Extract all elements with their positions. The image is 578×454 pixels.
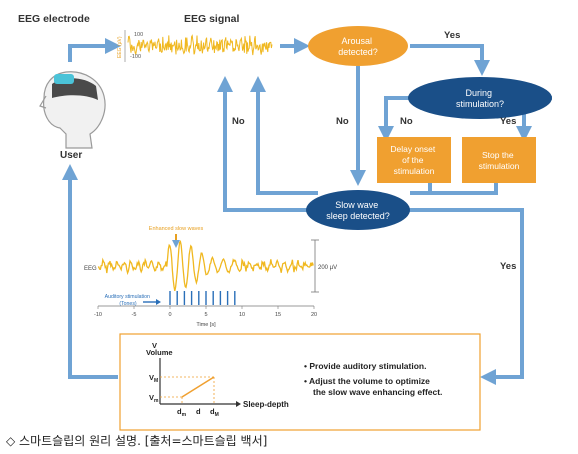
stim-bar [212,291,214,305]
vm-top-label: VM [149,373,158,384]
node-arousal [308,26,408,66]
during-line-2: stimulation? [456,99,504,109]
mini-tick-top: 100 [134,32,143,38]
mini-ylabel: EEG (µV) [117,36,123,58]
chart-annotation: Enhanced slow waves [149,226,204,232]
node-during [408,77,552,119]
bullet-2-line-2: the slow wave enhancing effect. [313,387,442,397]
bullet-1-line-1: • Provide auditory stimulation. [304,361,426,371]
arrow-arousal-yes [410,44,490,76]
x-tick-label: 5 [204,312,207,318]
delay-text: Delay onset of the stimulation [390,144,437,176]
slow-text: Slow wave sleep detected? [326,200,390,221]
figure-caption: ◇ 스마트슬립의 원리 설명. [출처=스마트슬립 백서] [6,434,268,448]
x-tick-label: 10 [239,312,245,318]
arousal-line-2: detected? [338,47,378,57]
vm-bottom-main: V [149,393,154,402]
node-slow-wave [306,190,410,230]
eeg-signal-trace [127,34,273,56]
stim-bar [169,291,171,305]
dm-main: d [177,407,182,416]
vm-bottom-label: Vm [149,393,159,404]
arousal-line-1: Arousal [341,36,372,46]
x-ticks: -10 -5 0 5 10 15 20 [94,306,317,318]
sleep-depth-label: Sleep-depth [243,400,289,409]
bullet-2-line-1: • Adjust the volume to optimize [304,376,430,386]
stim-label-line-2: (Tones) [119,301,137,307]
eeg-chart: -10 -5 0 5 10 15 20 [94,234,319,318]
delay-line-1: Delay onset [390,144,436,154]
stim-bar [226,291,229,305]
no-label-mid: No [336,116,349,127]
vm-top-sub: M [154,378,158,384]
x-tick-label: 0 [168,312,171,318]
slow-line-2: sleep detected? [326,211,390,221]
user-label: User [60,150,82,161]
volume-ramp-line [181,376,215,398]
dM-main: d [210,407,215,416]
arrow-merge-inner [250,76,318,195]
stim-bar [219,291,222,305]
dM-label: dM [210,407,219,418]
connector-stop-merge [430,183,498,195]
delay-line-3: stimulation [394,166,435,176]
yes-label-top: Yes [444,30,460,41]
x-tick-label: -5 [132,312,137,318]
d-label: d [196,407,201,416]
vm-bottom-sub: m [154,398,159,404]
bullet-1: • Provide auditory stimulation. [304,361,426,371]
eeg-electrode-icon [54,74,74,84]
stim-bar [198,291,200,305]
chart-stim-label: Auditory stimulation (Tones) [105,294,152,307]
slow-line-1: Slow wave [335,200,378,210]
node-delay [377,137,451,183]
dm-label: dm [177,407,187,418]
stimulation-bars [169,291,236,305]
stim-bar [234,291,236,305]
stim-label-line-1: Auditory stimulation [105,294,150,300]
chart-xlabel: Time [s] [196,322,216,328]
vm-top-main: V [149,373,154,382]
arrow-slow-no-outer [217,76,310,212]
arrow-during-no [378,96,410,142]
during-text: During stimulation? [456,88,504,109]
bullet-2: • Adjust the volume to optimize the slow… [304,376,442,397]
x-tick-label: 15 [275,312,281,318]
stop-line-1: Stop the [482,150,514,160]
stop-line-2: stimulation [479,161,520,171]
mini-tick-bottom: -100 [130,54,141,60]
chart-scale-label: 200 µV [318,265,337,271]
no-label-small: No [400,116,413,127]
stim-bar [183,291,186,305]
stim-bar [190,291,193,305]
dm-sub: m [182,412,187,418]
dM-sub: M [215,412,219,418]
x-tick-label: -10 [94,312,102,318]
arrow-electrode-to-signal [68,38,121,62]
arrow-slow-yes [408,208,524,385]
no-label-left: No [232,116,245,127]
arousal-text: Arousal detected? [338,36,378,57]
during-line-1: During [465,88,492,98]
eeg-electrode-label: EEG electrode [18,13,90,25]
eeg-signal-label: EEG signal [184,13,240,25]
stim-bar [205,291,207,305]
stop-text: Stop the stimulation [479,150,520,171]
eeg-signal-mini [124,30,273,62]
yes-label-right: Yes [500,261,516,272]
volume-panel [119,333,481,431]
stim-bar [176,291,178,305]
volume-v-label: V [152,341,157,350]
connector-delay-merge [410,183,432,195]
eeg-trace [97,240,314,292]
user-head-icon [39,71,106,149]
x-tick-label: 20 [311,312,317,318]
node-stop [462,137,536,183]
arrow-panel-to-user [62,164,118,379]
volume-label: Volume [146,348,173,357]
chart-series-label: EEG [84,266,97,272]
yes-label-small: Yes [500,116,516,127]
delay-line-2: of the [402,155,424,165]
